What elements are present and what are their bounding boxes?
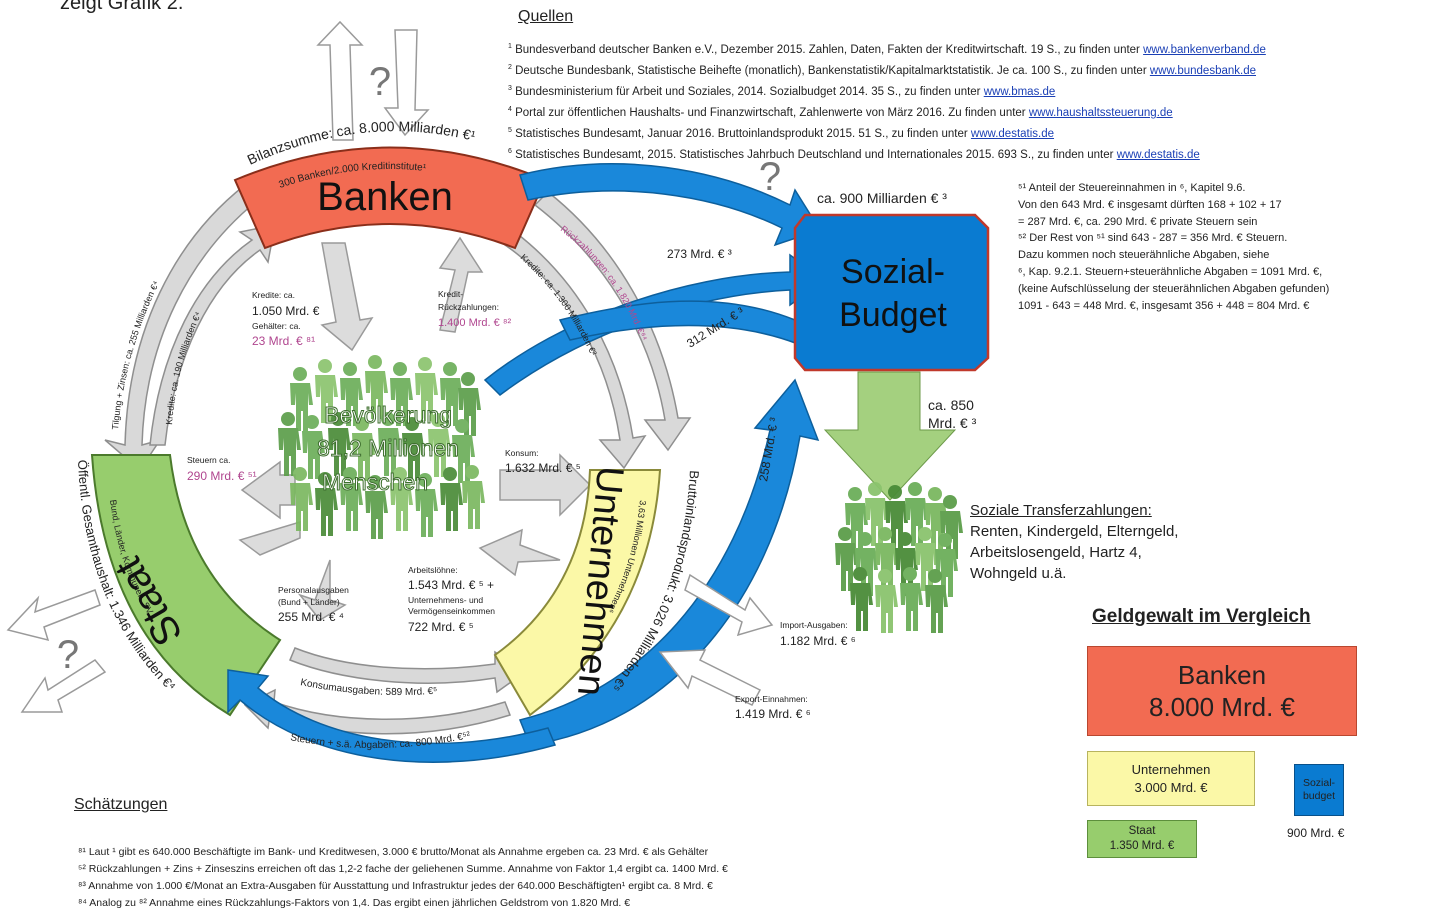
steuern-value: 290 Mrd. € ⁵¹ — [187, 469, 257, 483]
source-item: 4 Portal zur öffentlichen Haushalts- und… — [508, 106, 1173, 119]
compare-staat-name: Staat — [1128, 825, 1156, 837]
export-label: Export-Einnahmen: — [735, 694, 808, 704]
source-link[interactable]: www.destatis.de — [970, 127, 1055, 140]
transfer-arrow — [823, 371, 957, 501]
intro-text: zeigt Grafik 2. — [60, 0, 184, 14]
sources-list: 1 Bundesverband deutscher Banken e.V., D… — [508, 38, 1453, 164]
arbeit-sub1: Unternehmens- und — [408, 595, 483, 605]
source-link[interactable]: www.bundesbank.de — [1149, 64, 1256, 77]
personal-label1: Personalausgaben — [278, 585, 349, 595]
compare-unternehmen-name: Unternehmen — [1131, 761, 1211, 777]
sozialbudget-amount: ca. 900 Milliarden € ³ — [817, 190, 947, 206]
note-line: 1091 - 643 = 448 Mrd. €, insgesamt 356 +… — [1018, 299, 1310, 312]
note-line: Dazu kommen noch steuerähnliche Abgaben,… — [1018, 249, 1270, 262]
note-line: ⁵¹ Anteil der Steuereinnahmen in ⁶, Kapi… — [1018, 182, 1246, 194]
compare-sozial-line2: budget — [1302, 790, 1336, 802]
steuern-label: Steuern ca. — [187, 455, 230, 465]
estimate-item: ⁸³ Annahme von 1.000 €/Monat an Extra-Au… — [78, 880, 713, 892]
compare-banken-box: Banken 8.000 Mrd. € — [1087, 646, 1357, 736]
import-label: Import-Ausgaben: — [780, 620, 848, 630]
compare-unternehmen-box: Unternehmen 3.000 Mrd. € — [1087, 751, 1255, 806]
source-link[interactable]: www.bankenverband.de — [1143, 43, 1266, 56]
population-line1: Bevölkerung — [324, 402, 452, 428]
estimate-item: ⁸¹ Laut ¹ gibt es 640.000 Beschäftigte i… — [78, 846, 709, 858]
source-item: 5 Statistisches Bundesamt, Januar 2016. … — [508, 127, 1055, 140]
estimate-item: ⁸⁴ Analog zu ⁸² Annahme eines Rückzahlun… — [78, 897, 631, 909]
gehaelter-label: Gehälter: ca. — [252, 321, 301, 331]
export-value: 1.419 Mrd. € ⁶ — [735, 707, 811, 721]
source-link[interactable]: www.haushaltssteuerung.de — [1028, 106, 1173, 119]
compare-sozial-line1: Sozial- — [1302, 777, 1336, 789]
compare-staat-box: Staat 1.350 Mrd. € — [1087, 820, 1197, 858]
arbeit-value2: 722 Mrd. € ⁵ — [408, 620, 474, 634]
question-mark-left: ? — [57, 633, 79, 677]
arbeit-label: Arbeitslöhne: — [408, 565, 458, 575]
question-arrows-top — [316, 20, 430, 141]
population-line2: 81,2 Millionen — [317, 435, 459, 461]
arbeit-value: 1.543 Mrd. € ⁵ + — [408, 578, 494, 592]
compare-unternehmen-value: 3.000 Mrd. € — [1134, 779, 1208, 795]
flow-850-a: ca. 850 — [928, 397, 974, 413]
banken-title: Banken — [317, 175, 453, 219]
compare-banken-value: 8.000 Mrd. € — [1149, 692, 1295, 722]
compare-sozial-box: Sozial- budget — [1294, 764, 1344, 816]
import-value: 1.182 Mrd. € ⁶ — [780, 634, 856, 648]
inner-gray-arrows — [238, 236, 592, 621]
sources-title: Quellen — [518, 8, 574, 25]
note-line: (keine Aufschlüsselung der steuerähnlich… — [1018, 282, 1330, 295]
transfer-recipients — [835, 482, 963, 633]
rueck-label1: Kredit- — [438, 289, 463, 299]
sozialbudget-box — [793, 213, 990, 372]
personal-value: 255 Mrd. € ⁴ — [278, 610, 344, 624]
sozial-transfer-line: Arbeitslosengeld, Hartz 4, — [970, 544, 1142, 561]
footnotes-right: ⁵¹ Anteil der Steuereinnahmen in ⁶, Kapi… — [1018, 180, 1448, 314]
sozialbudget-line1: Sozial- — [841, 253, 945, 291]
kredite-label: Kredite: ca. — [252, 290, 295, 300]
kredite-value: 1.050 Mrd. € — [252, 304, 320, 318]
unternehmen-sector — [493, 469, 662, 717]
flow-273: 273 Mrd. € ³ — [667, 247, 732, 261]
sozial-transfer-line: Renten, Kindergeld, Elterngeld, — [970, 523, 1179, 540]
arbeit-sub2: Vermögenseinkommen — [408, 606, 495, 616]
trade-arrows — [658, 573, 774, 706]
compare-staat-value: 1.350 Mrd. € — [1109, 840, 1175, 852]
source-item: 1 Bundesverband deutscher Banken e.V., D… — [508, 43, 1266, 56]
sozial-transfer-text: Soziale Transferzahlungen: Renten, Kinde… — [970, 500, 1178, 584]
source-item: 3 Bundesministerium für Arbeit und Sozia… — [508, 85, 1056, 98]
question-mark-top: ? — [369, 60, 391, 104]
note-line: = 287 Mrd. €, ca. 290 Mrd. € private Ste… — [1018, 215, 1258, 228]
note-line: Von den 643 Mrd. € insgesamt dürften 168… — [1018, 198, 1282, 211]
konsum-value: 1.632 Mrd. € ⁵ — [505, 461, 581, 475]
flow-850-b: Mrd. € ³ — [928, 415, 977, 431]
population-label: Bevölkerung 81,2 Millionen Menschen — [317, 402, 460, 496]
compare-sozial-value: 900 Mrd. € — [1287, 826, 1345, 840]
estimate-item: ⁵² Rückzahlungen + Zins + Zinseszins err… — [78, 863, 728, 875]
personal-label2: (Bund + Länder) — [278, 597, 340, 607]
source-item: 6 Statistisches Bundesamt, 2015. Statist… — [508, 148, 1200, 161]
question-arrows-left — [6, 589, 107, 713]
population-line3: Menschen — [322, 469, 428, 495]
question-mark-sozial: ? — [759, 155, 781, 199]
compare-title: Geldgewalt im Vergleich — [1092, 606, 1311, 627]
rueck-value: 1.400 Mrd. € ⁸² — [438, 317, 511, 329]
note-line: ⁵² Der Rest von ⁵¹ sind 643 - 287 = 356 … — [1018, 232, 1288, 245]
sozialbudget-line2: Budget — [839, 296, 947, 334]
sozial-transfer-line: Wohngeld u.ä. — [970, 565, 1067, 582]
estimates-title: Schätzungen — [74, 796, 168, 813]
rueck-label2: Rückzahlungen: — [438, 302, 499, 312]
staat-sector — [90, 454, 282, 717]
gehaelter-value: 23 Mrd. € ⁸¹ — [252, 334, 315, 348]
sozial-transfer-head: Soziale Transferzahlungen: — [970, 502, 1152, 519]
compare-banken-name: Banken — [1177, 660, 1267, 690]
konsum-label: Konsum: — [505, 448, 539, 458]
note-line: ⁶, Kap. 9.2.1. Steuern+steuerähnliche Ab… — [1018, 265, 1323, 278]
estimates-list: ⁸¹ Laut ¹ gibt es 640.000 Beschäftigte i… — [78, 844, 998, 912]
source-link[interactable]: www.destatis.de — [1116, 148, 1200, 161]
source-item: 2 Deutsche Bundesbank, Statistische Beih… — [508, 64, 1256, 77]
source-link[interactable]: www.bmas.de — [983, 85, 1056, 98]
